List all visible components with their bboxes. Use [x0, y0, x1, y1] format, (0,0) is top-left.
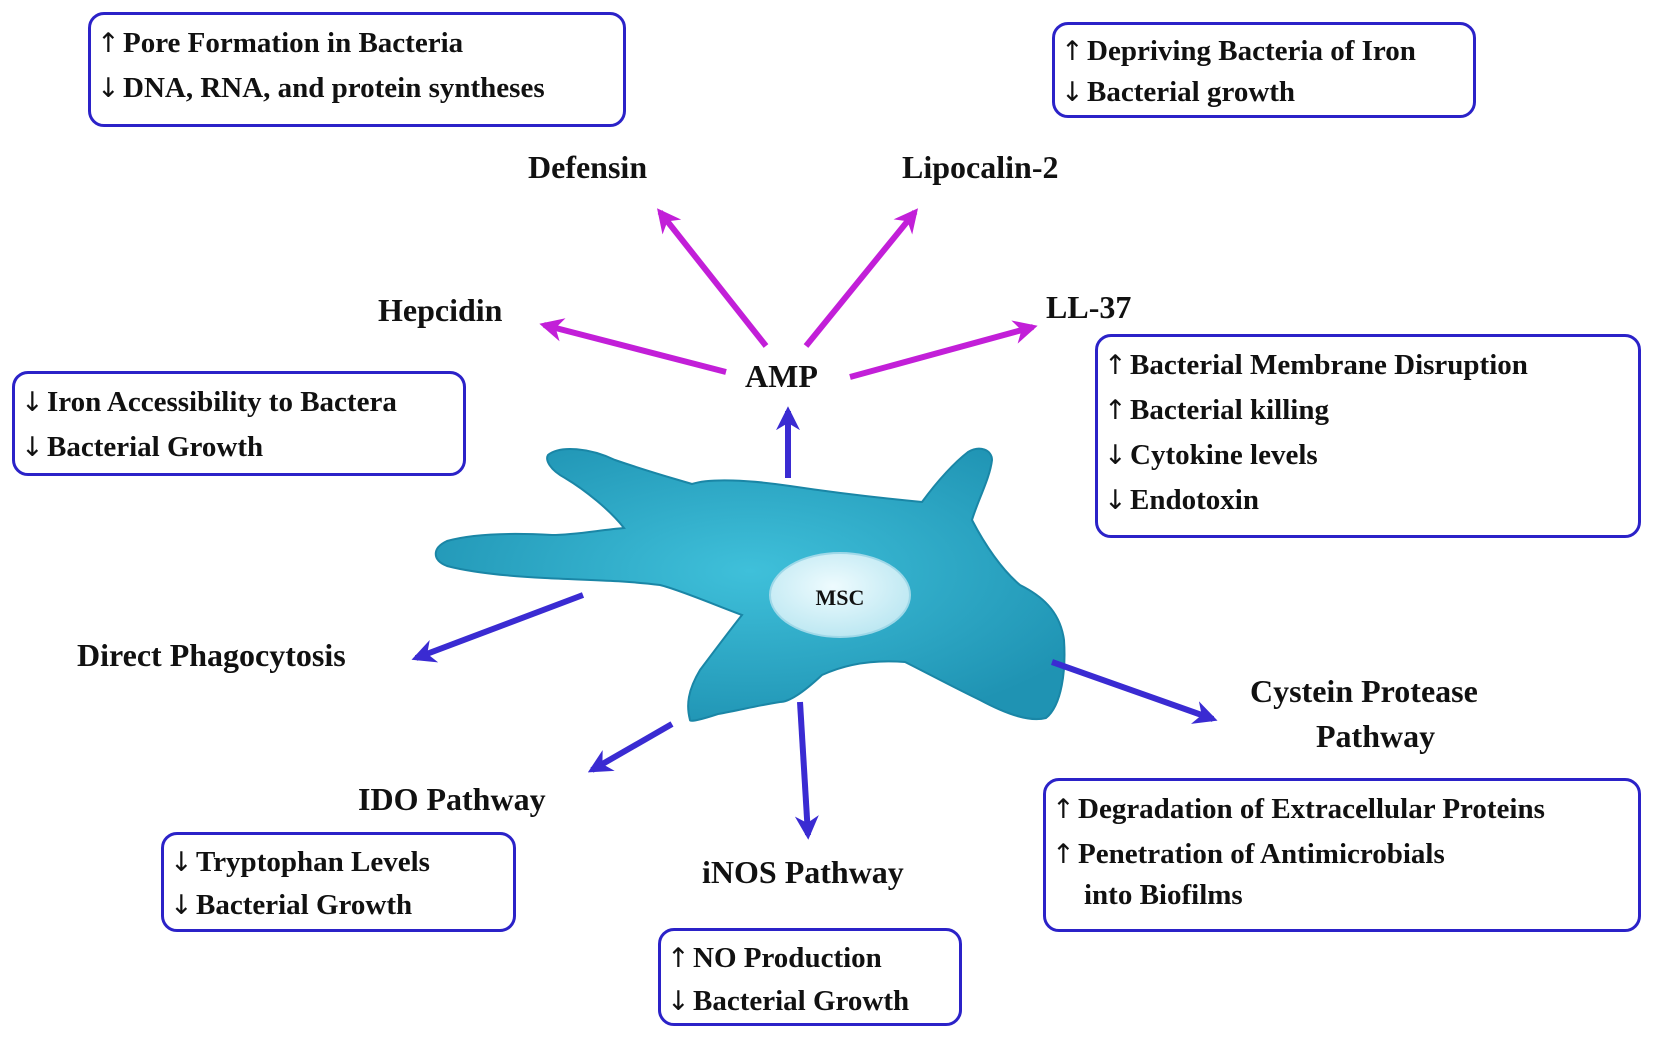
amp-label: AMP: [745, 358, 818, 394]
arrow-amp-to-ll37: [849, 320, 1038, 380]
box-line: ↓Tryptophan Levels: [170, 841, 503, 884]
arrow-cell-to-ido: [587, 721, 674, 773]
increase-arrow-icon: ↑: [1061, 36, 1084, 67]
arrow-cell-to-cystein: [1050, 659, 1218, 724]
ido-effects-box: ↓Tryptophan Levels ↓Bacterial Growth: [161, 832, 516, 932]
ll37-label: LL-37: [1046, 289, 1132, 325]
decrease-arrow-icon: ↓: [21, 432, 44, 463]
inos-label: iNOS Pathway: [702, 854, 904, 890]
msc-label: MSC: [816, 585, 865, 610]
msc-nucleus: [769, 552, 911, 638]
decrease-arrow-icon: ↓: [1104, 440, 1127, 471]
box-line: ↑NO Production: [667, 937, 949, 980]
decrease-arrow-icon: ↓: [97, 73, 120, 104]
arrow-amp-to-hepcidin: [539, 318, 727, 375]
lipocalin-label: Lipocalin-2: [902, 149, 1059, 185]
hepcidin-effects-box: ↓Iron Accessibility to Bactera ↓Bacteria…: [12, 371, 466, 476]
decrease-arrow-icon: ↓: [21, 387, 44, 418]
inos-effects-box: ↑NO Production ↓Bacterial Growth: [658, 928, 962, 1026]
box-line: ↑Bacterial killing: [1104, 388, 1628, 433]
ll37-effects-box: ↑Bacterial Membrane Disruption ↑Bacteria…: [1095, 334, 1641, 538]
box-line: into Biofilms: [1084, 879, 1243, 911]
lipocalin-effects-box: ↑Depriving Bacteria of Iron ↓Bacterial g…: [1052, 22, 1476, 118]
box-line: ↑Degradation of Extracellular Proteins: [1052, 787, 1628, 832]
box-line: ↓DNA, RNA, and protein syntheses: [97, 66, 613, 111]
box-line: ↓Bacterial Growth: [21, 425, 453, 470]
decrease-arrow-icon: ↓: [170, 890, 193, 921]
arrow-amp-to-defensin: [657, 208, 769, 348]
ido-label: IDO Pathway: [358, 781, 546, 817]
decrease-arrow-icon: ↓: [170, 847, 193, 878]
arrow-cell-to-phagocytosis: [411, 592, 585, 663]
arrow-amp-to-lipocalin: [803, 208, 919, 348]
phagocytosis-label: Direct Phagocytosis: [77, 637, 346, 673]
increase-arrow-icon: ↑: [1104, 350, 1127, 381]
defensin-effects-box: ↑Pore Formation in Bacteria ↓DNA, RNA, a…: [88, 12, 626, 127]
box-line: ↑Depriving Bacteria of Iron: [1061, 31, 1463, 72]
decrease-arrow-icon: ↓: [1104, 485, 1127, 516]
box-line: ↓Iron Accessibility to Bactera: [21, 380, 453, 425]
cystein-label-line1: Cystein Protease: [1250, 673, 1478, 709]
arrow-cell-to-inos: [794, 701, 819, 840]
increase-arrow-icon: ↑: [667, 943, 690, 974]
increase-arrow-icon: ↑: [1104, 395, 1127, 426]
box-line: ↓Bacterial Growth: [170, 884, 503, 927]
box-line: ↓Cytokine levels: [1104, 433, 1628, 478]
decrease-arrow-icon: ↓: [667, 986, 690, 1017]
box-line: ↑Penetration of Antimicrobials: [1052, 832, 1628, 877]
box-line: ↑Bacterial Membrane Disruption: [1104, 343, 1628, 388]
cystein-effects-box: ↑Degradation of Extracellular Proteins ↑…: [1043, 778, 1641, 932]
box-line: ↓Bacterial Growth: [667, 980, 949, 1023]
box-line: ↓Bacterial growth: [1061, 72, 1463, 113]
decrease-arrow-icon: ↓: [1061, 77, 1084, 108]
increase-arrow-icon: ↑: [1052, 794, 1075, 825]
defensin-label: Defensin: [528, 149, 648, 185]
box-line: ↑Pore Formation in Bacteria: [97, 21, 613, 66]
hepcidin-label: Hepcidin: [378, 292, 503, 328]
msc-cell-body: [434, 447, 1066, 722]
increase-arrow-icon: ↑: [1052, 839, 1075, 870]
box-line: ↓Endotoxin: [1104, 478, 1628, 523]
cystein-label-line2: Pathway: [1316, 718, 1436, 754]
increase-arrow-icon: ↑: [97, 28, 120, 59]
